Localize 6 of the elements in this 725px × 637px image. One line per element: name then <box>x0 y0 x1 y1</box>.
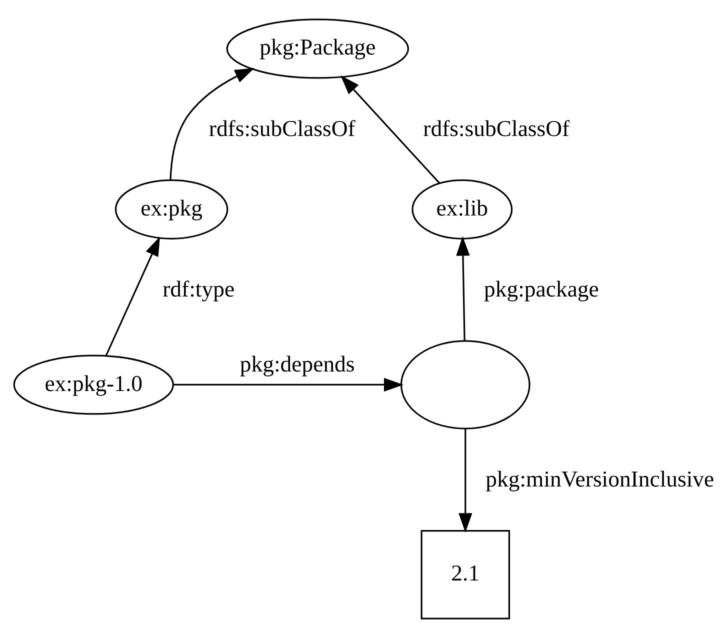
edge-label: pkg:minVersionInclusive <box>486 466 714 492</box>
edge-label: rdfs:subClassOf <box>423 115 570 140</box>
edge-label: pkg:depends <box>240 350 355 376</box>
edge-label: pkg:package <box>484 276 599 302</box>
edge-label: rdfs:subClassOf <box>208 115 356 140</box>
edge-label: rdf:type <box>162 276 235 302</box>
